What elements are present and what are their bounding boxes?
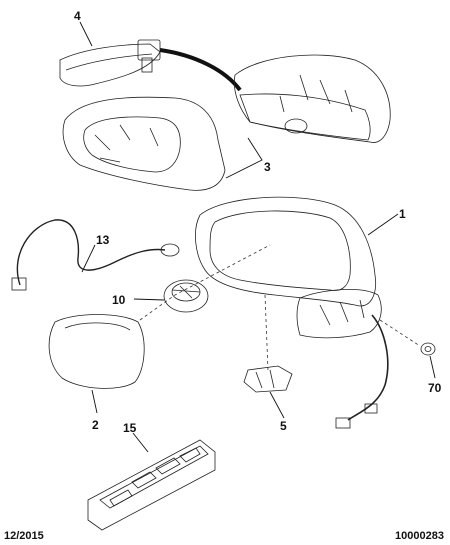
part-mirror-frame [62,96,226,191]
leader-1 [367,213,399,236]
part-mirror-housing [195,196,382,339]
leader-70 [429,355,436,379]
mirror-harness [347,314,389,421]
callout-70: 70 [428,381,442,395]
callout-5: 5 [280,419,287,433]
callout-13: 13 [96,233,110,247]
footer-reference: 10000283 [395,530,444,542]
assembly-line-glass [139,244,271,321]
part-turn-signal-lamp [59,39,161,87]
leader-4 [79,21,93,47]
part-adjust-motor [163,279,209,313]
harness-connector [335,417,351,429]
assembly-line-clip [379,319,421,347]
leader-13 [81,244,96,273]
part-mirror-back-cover [233,54,391,143]
lamp-cable [159,48,242,92]
harness-connector-2 [364,403,378,414]
leader-15 [132,432,149,453]
callout-1: 1 [399,207,406,221]
part-control-switch [87,439,216,531]
part-mount-bracket [243,365,293,393]
leader-10 [133,298,165,301]
part-mirror-glass [48,314,145,389]
part-wire-harness [11,219,180,291]
callout-2: 2 [92,418,99,432]
assembly-line-housing [264,294,269,371]
leader-2 [91,389,98,414]
harness-plug [11,277,27,291]
callout-3: 3 [264,160,271,174]
callout-15: 15 [123,421,137,435]
footer-date: 12/2015 [4,530,44,542]
leader-5 [269,391,285,419]
callout-10: 10 [112,293,126,307]
callout-4: 4 [74,9,81,23]
part-clip [420,342,436,356]
leader-3 [225,137,263,179]
